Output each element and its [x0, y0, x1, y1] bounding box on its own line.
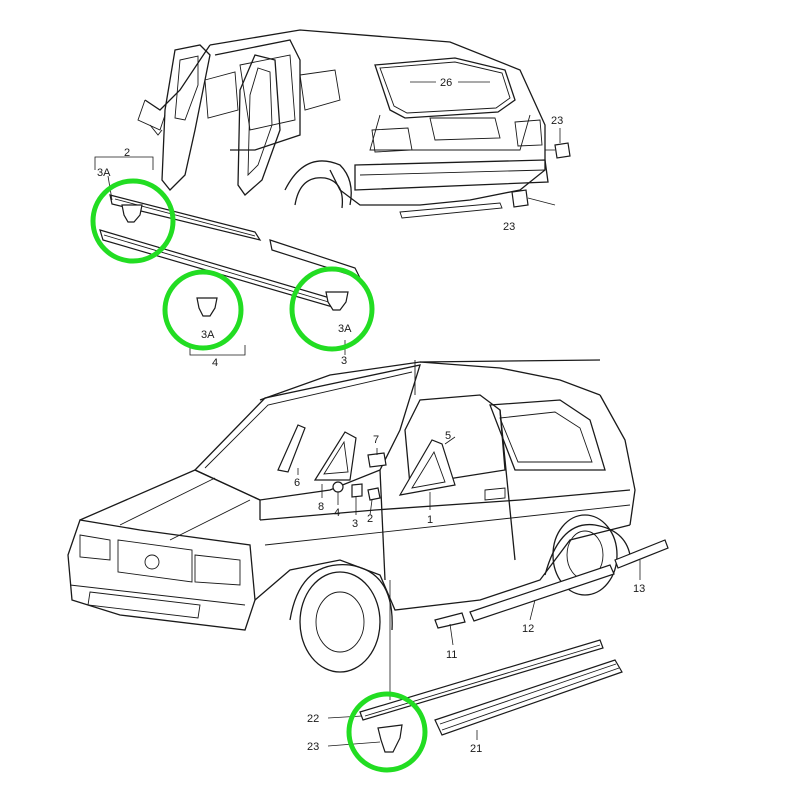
clip-3a-left: [121, 204, 143, 223]
label-bottom-8: 8: [318, 501, 324, 513]
top-fasteners-23: [511, 142, 571, 208]
label-bottom-5: 5: [445, 430, 451, 442]
clip-3a-right: [325, 291, 349, 311]
part-4-fastener: [332, 481, 344, 493]
label-top-23-lower: 23: [503, 221, 515, 233]
part-12-moulding: [469, 564, 615, 622]
part-6-triangle-trim: [277, 424, 306, 473]
label-bottom-7: 7: [373, 434, 379, 446]
bottom-car-drawing: [67, 359, 636, 673]
bottom-leader-lines: [297, 436, 641, 747]
part-22-sill-moulding: [359, 639, 604, 721]
label-bottom-3: 3: [352, 518, 358, 530]
label-bottom-4: 4: [334, 507, 340, 519]
label-top-3a-left: 3A: [97, 167, 111, 179]
part-3-screw: [351, 483, 363, 498]
top-clip-parts: [121, 204, 349, 317]
label-bottom-11: 11: [446, 649, 457, 661]
label-top-2: 2: [124, 147, 130, 159]
label-bottom-6: 6: [294, 477, 300, 489]
label-bottom-21: 21: [470, 743, 482, 755]
label-bottom-23: 23: [307, 741, 319, 753]
highlight-circle-top-right: [289, 266, 375, 352]
top-car-drawing: [137, 29, 549, 219]
part-5-mirror-trim: [398, 439, 456, 496]
bottom-parts: [277, 424, 669, 753]
part-13-moulding: [614, 539, 669, 569]
label-top-23-upper: 23: [551, 115, 563, 127]
label-bottom-12: 12: [522, 623, 534, 635]
label-top-3a-right: 3A: [338, 323, 352, 335]
label-top-3: 3: [341, 355, 347, 367]
highlight-circle-top-middle: [162, 269, 244, 351]
highlight-circle-top-left: [90, 178, 176, 264]
label-bottom-2: 2: [367, 513, 373, 525]
label-top-26: 26: [440, 77, 452, 89]
part-23-clip: [377, 724, 403, 753]
label-bottom-13: 13: [633, 583, 645, 595]
clip-3a-middle: [196, 297, 218, 317]
part-11-moulding: [434, 612, 466, 629]
label-bottom-22: 22: [307, 713, 319, 725]
label-bottom-1: 1: [427, 514, 433, 526]
part-7-clip: [367, 452, 387, 468]
highlight-circle-bottom: [346, 691, 428, 773]
label-top-4: 4: [212, 357, 218, 369]
part-2-grommet: [367, 487, 381, 501]
label-top-3a-middle: 3A: [201, 329, 215, 341]
